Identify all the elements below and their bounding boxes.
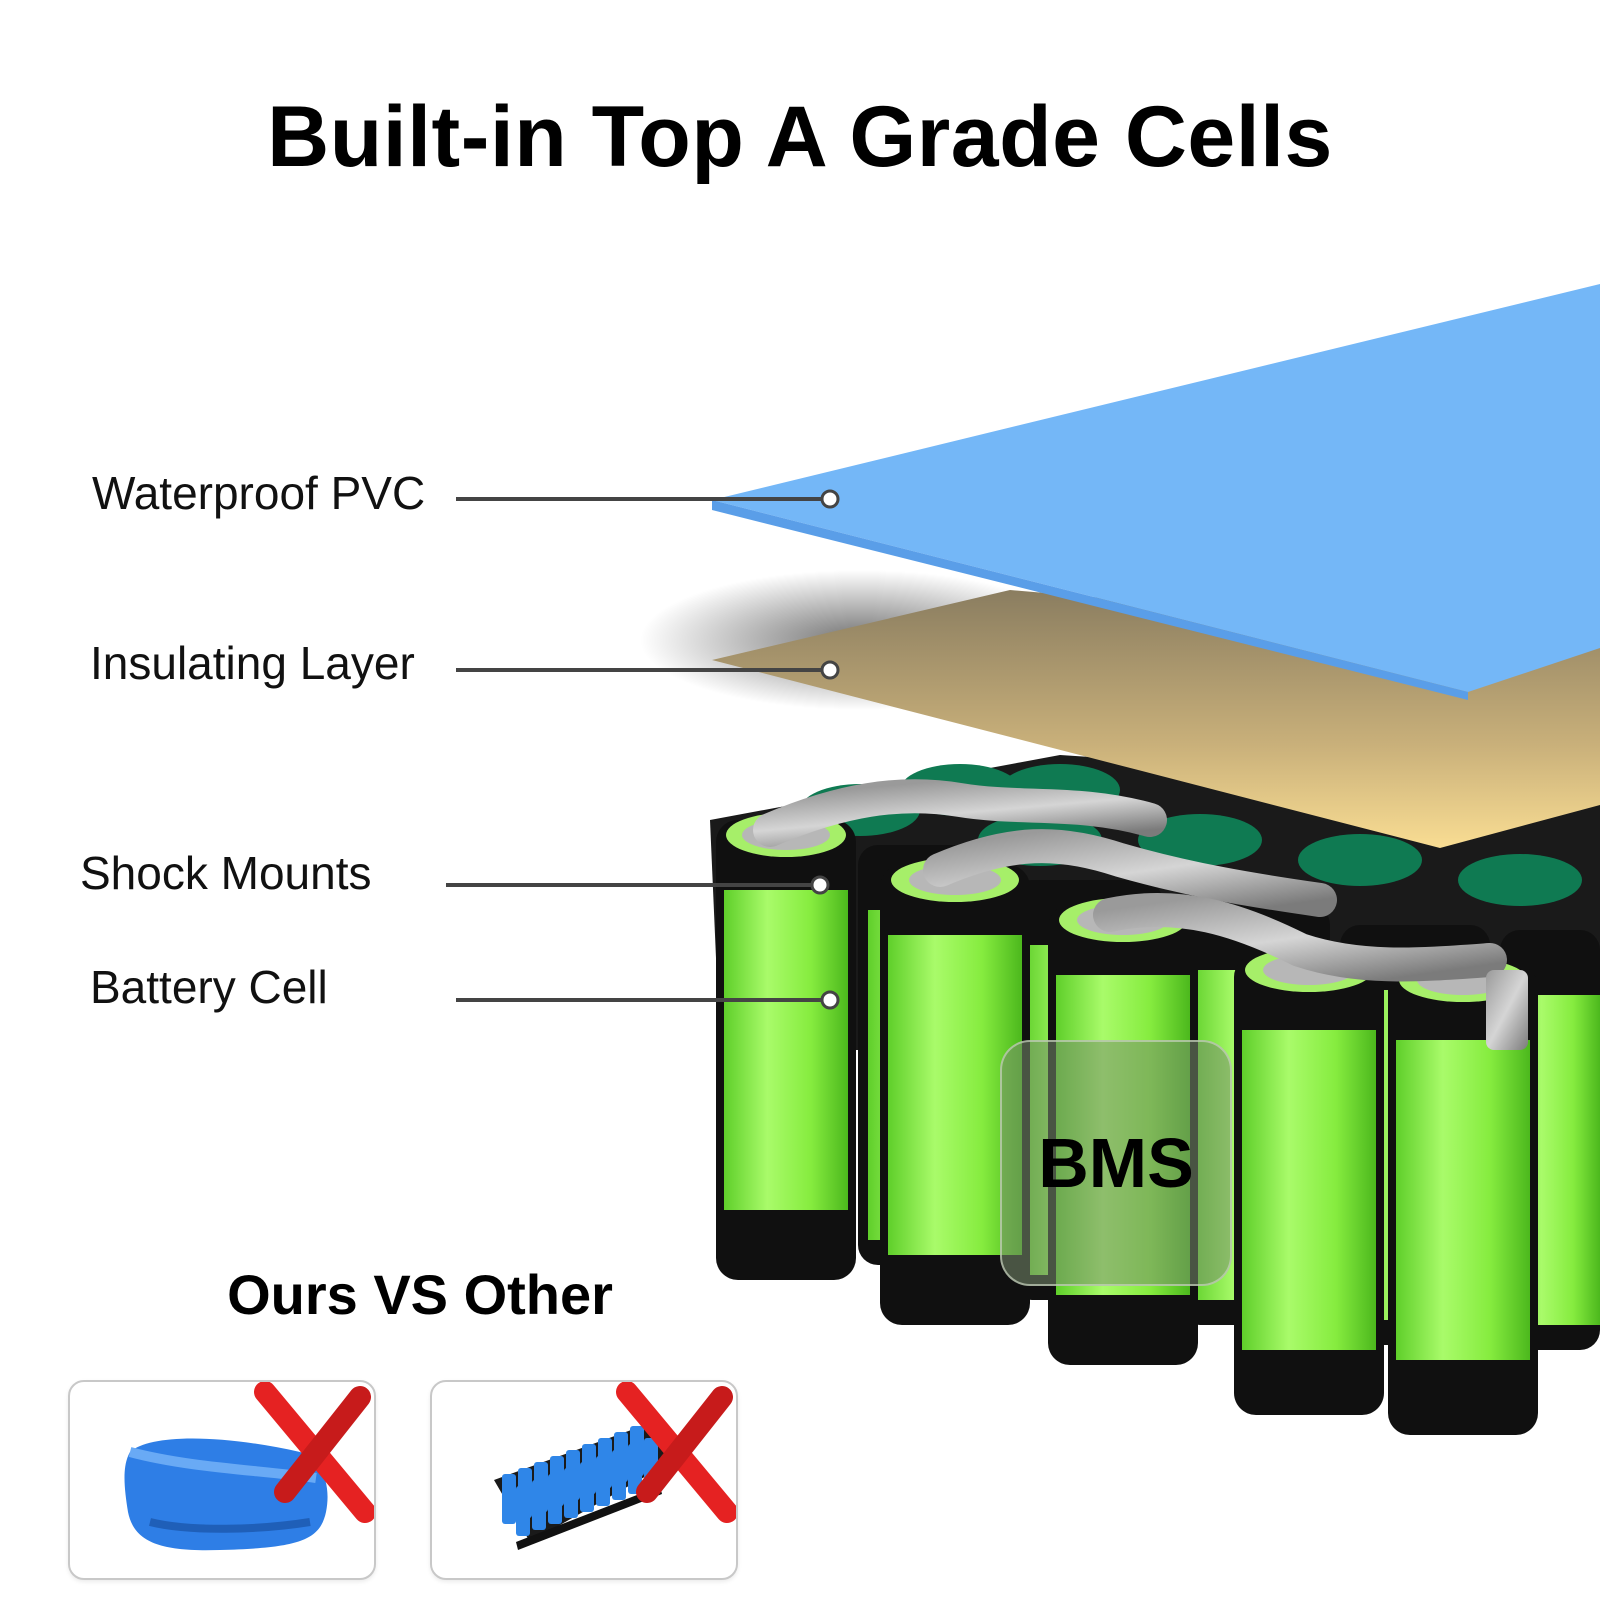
battery-cells bbox=[716, 764, 1600, 1435]
other-battery-card-open-cells bbox=[430, 1380, 738, 1580]
reject-x-icon bbox=[254, 1382, 374, 1523]
callout-leaders bbox=[446, 489, 840, 1010]
bms-label: BMS bbox=[1038, 1124, 1194, 1202]
battery-cell-front-2 bbox=[880, 858, 1030, 1325]
callout-battery-cell: Battery Cell bbox=[90, 961, 328, 1013]
waterproof-pvc-layer bbox=[712, 284, 1600, 692]
callout-insulating-layer: Insulating Layer bbox=[90, 637, 415, 689]
reject-x-icon bbox=[616, 1382, 736, 1523]
battery-cell-front-4 bbox=[1234, 948, 1384, 1415]
battery-cell-front-1 bbox=[716, 813, 856, 1280]
callout-waterproof-pvc: Waterproof PVC bbox=[92, 467, 426, 519]
callout-shock-mounts: Shock Mounts bbox=[80, 847, 372, 899]
shrinkwrap-battery-image bbox=[124, 1382, 374, 1551]
bms-badge: BMS bbox=[1000, 1040, 1232, 1286]
open-cell-battery-image bbox=[494, 1382, 736, 1550]
page-title: Built-in Top A Grade Cells bbox=[267, 89, 1333, 185]
other-battery-card-shrinkwrap bbox=[68, 1380, 376, 1580]
comparison-heading: Ours VS Other bbox=[227, 1263, 613, 1326]
